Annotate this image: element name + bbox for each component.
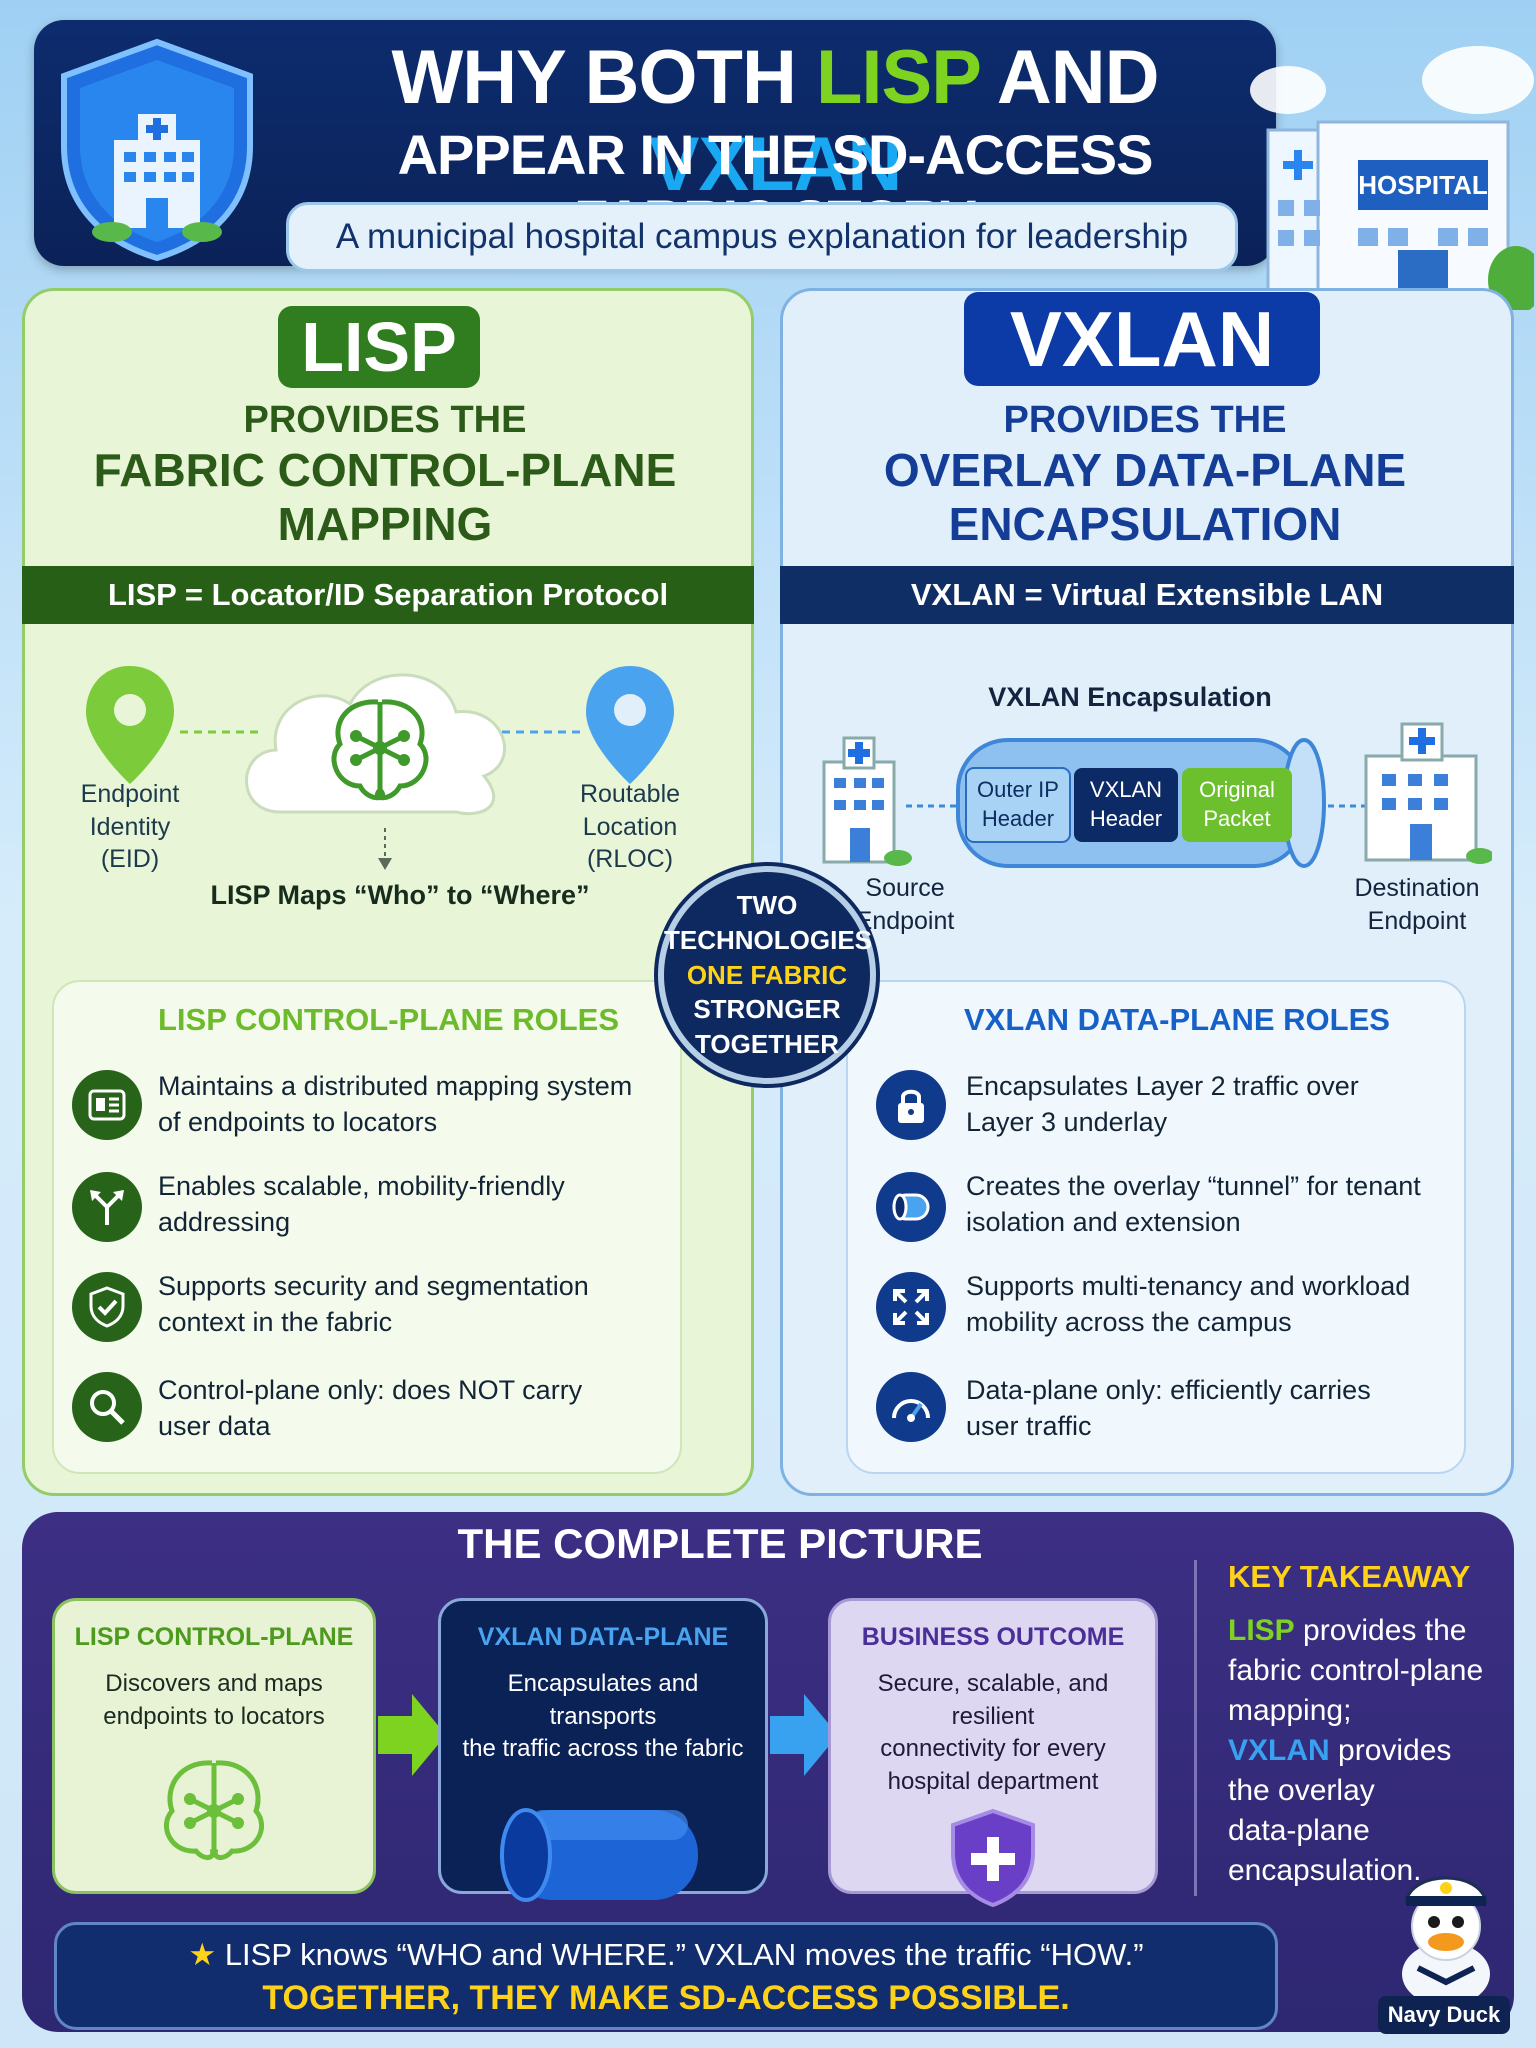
two-technologies-badge: TWO TECHNOLOGIES ONE FABRIC STRONGER TOG… bbox=[658, 866, 876, 1084]
lisp-badge: LISP bbox=[278, 306, 480, 388]
hospital-building-illustration: HOSPITAL bbox=[1250, 46, 1534, 310]
complete-picture-title: THE COMPLETE PICTURE bbox=[457, 1520, 983, 1567]
tunnel-pipe-icon bbox=[500, 1807, 698, 1902]
tunnel-icon bbox=[876, 1172, 946, 1242]
lisp-roles-title: LISP CONTROL-PLANE ROLES bbox=[158, 1002, 620, 1037]
star-icon: ★ bbox=[188, 1937, 225, 1972]
shield-check-icon bbox=[72, 1272, 142, 1342]
brain-network-icon bbox=[164, 1760, 264, 1861]
title-line-1: WHY BOTH LISP AND VXLAN bbox=[391, 35, 1160, 207]
lisp-mapping-diagram bbox=[86, 666, 674, 870]
destination-hospital-icon bbox=[1364, 722, 1492, 864]
lisp-heading: PROVIDES THE FABRIC CONTROL-PLANE MAPPIN… bbox=[93, 399, 677, 551]
hospital-shield-icon bbox=[61, 38, 253, 262]
vxlan-definition-bar: VXLAN = Virtual Extensible LAN bbox=[780, 566, 1514, 624]
branch-arrows-icon bbox=[72, 1172, 142, 1242]
summary-strip: ★ LISP knows “WHO and WHERE.” VXLAN move… bbox=[54, 1922, 1278, 2030]
source-hospital-icon bbox=[822, 736, 912, 866]
svg-text:HOSPITAL: HOSPITAL bbox=[1358, 170, 1488, 200]
arrow-right-green-icon bbox=[378, 1694, 446, 1776]
subtitle: A municipal hospital campus explanation … bbox=[286, 202, 1238, 272]
lisp-definition-bar: LISP = Locator/ID Separation Protocol bbox=[22, 566, 754, 624]
speedometer-icon bbox=[876, 1372, 946, 1442]
shield-plus-icon bbox=[951, 1808, 1035, 1907]
vxlan-roles-title: VXLAN DATA-PLANE ROLES bbox=[964, 1002, 1390, 1037]
arrow-right-blue-icon bbox=[770, 1694, 838, 1776]
vxlan-badge: VXLAN bbox=[964, 292, 1320, 386]
expand-arrows-icon bbox=[876, 1272, 946, 1342]
search-icon bbox=[72, 1372, 142, 1442]
divider bbox=[1194, 1560, 1197, 1896]
navy-duck-label: Navy Duck bbox=[1378, 1996, 1510, 2034]
vxlan-encap-title: VXLAN Encapsulation bbox=[988, 682, 1272, 712]
key-takeaway: KEY TAKEAWAY LISP provides the fabric co… bbox=[1228, 1559, 1484, 1887]
vxlan-roles-card bbox=[846, 980, 1466, 1474]
navy-duck-mascot-icon bbox=[1402, 1876, 1490, 2006]
business-outcome-box: BUSINESS OUTCOME Secure, scalable, and r… bbox=[828, 1598, 1158, 1907]
lisp-roles-card bbox=[52, 980, 682, 1474]
lock-icon bbox=[876, 1070, 946, 1140]
id-card-icon bbox=[72, 1070, 142, 1140]
vxlan-heading: PROVIDES THE OVERLAY DATA-PLANE ENCAPSUL… bbox=[883, 399, 1407, 551]
lisp-maps-caption: LISP Maps “Who” to “Where” bbox=[210, 880, 590, 910]
vxlan-encap-diagram bbox=[822, 722, 1492, 868]
vxlan-data-plane-box: VXLAN DATA-PLANE Encapsulates and transp… bbox=[438, 1598, 768, 1902]
